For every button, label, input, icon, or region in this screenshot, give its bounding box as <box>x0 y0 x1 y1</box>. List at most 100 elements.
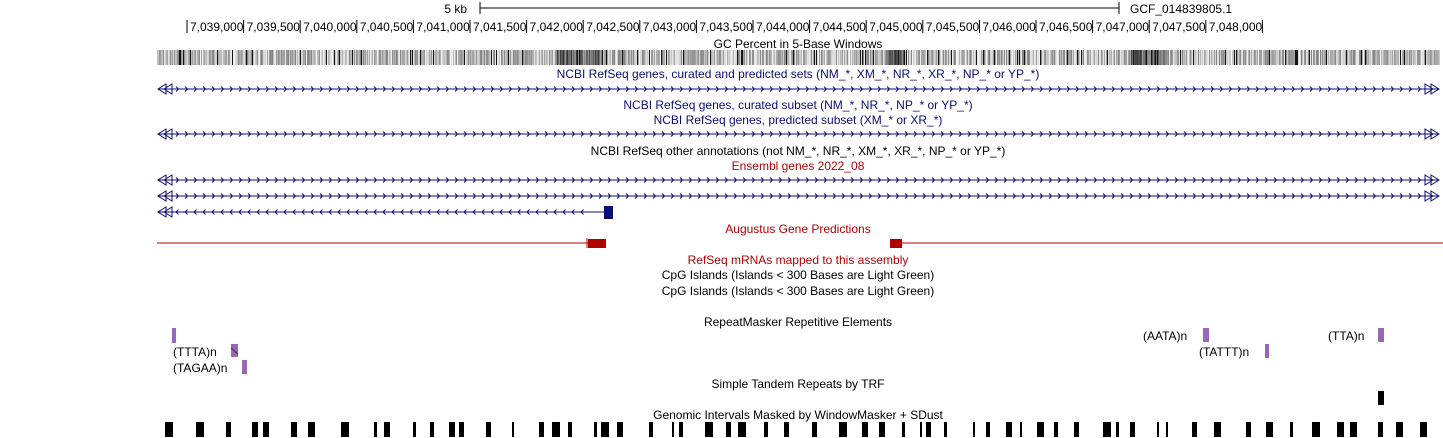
mask-interval <box>812 422 817 437</box>
gc-bar <box>1439 50 1440 65</box>
gc-bar <box>931 50 932 65</box>
gc-bar <box>345 50 346 65</box>
gc-bar <box>264 50 265 65</box>
gc-bar <box>384 50 385 65</box>
gc-bar <box>310 50 311 65</box>
gc-bar <box>224 50 225 65</box>
ensembl-gene-3[interactable] <box>157 206 606 218</box>
gc-bar <box>1356 50 1357 65</box>
gc-bar <box>378 50 379 65</box>
gc-bar <box>641 50 642 65</box>
gc-bar <box>808 50 809 65</box>
gc-bar <box>1011 50 1012 65</box>
gc-bar <box>1306 50 1307 65</box>
gc-bar <box>1151 50 1152 65</box>
refseq-all-gene[interactable] <box>157 83 1440 95</box>
gc-bar <box>492 50 493 65</box>
repeat-block-tta[interactable] <box>1378 328 1384 342</box>
gc-bar <box>922 50 923 65</box>
ruler-label: 7,041,500 <box>473 20 527 34</box>
gc-bar <box>812 50 813 65</box>
gc-bar <box>1110 50 1111 65</box>
gc-bar <box>1343 50 1344 65</box>
gc-bar <box>539 50 540 65</box>
windowmasker-track[interactable] <box>165 422 1427 437</box>
gc-bar <box>459 50 460 65</box>
gc-bar <box>1223 50 1224 65</box>
mask-interval <box>679 422 683 437</box>
gc-bar <box>939 50 940 65</box>
repeat-label-tta: (TTA)n <box>1328 329 1364 343</box>
gc-bar <box>992 50 993 65</box>
augustus-exon-left[interactable] <box>588 239 606 248</box>
gc-bar <box>1322 50 1323 65</box>
gc-bar <box>329 50 330 65</box>
gc-bar <box>689 50 690 65</box>
gc-bar <box>966 50 967 65</box>
gc-bar <box>565 50 566 65</box>
gc-bar <box>820 50 821 65</box>
repeat-block-tattt[interactable] <box>1265 344 1269 358</box>
gc-bar <box>1088 50 1089 65</box>
gc-bar <box>162 50 163 65</box>
gc-bar <box>700 50 701 65</box>
gc-bar <box>1276 50 1277 65</box>
gc-bar <box>659 50 660 65</box>
trf-block[interactable] <box>1378 391 1384 405</box>
gc-bar <box>1044 50 1045 65</box>
gc-bar <box>519 50 520 65</box>
mask-interval <box>1337 422 1344 437</box>
augustus-gene-right[interactable] <box>890 239 1443 248</box>
gc-bar <box>542 50 543 65</box>
gc-bar <box>1036 50 1037 65</box>
track-title-gc-percent: GC Percent in 5-Base Windows <box>714 37 883 51</box>
gc-bar <box>827 50 828 65</box>
gc-bar <box>1371 50 1372 65</box>
gc-bar <box>360 50 361 65</box>
gc-bar <box>532 50 533 65</box>
ensembl-gene-3-exon[interactable] <box>604 206 613 219</box>
ensembl-gene-2[interactable] <box>157 190 1440 202</box>
repeatmasker-track[interactable]: (TTTA)n (TAGAA)n (AATA)n (TATTT)n (TTA)n <box>172 328 1384 375</box>
gc-bar <box>1097 50 1098 65</box>
gc-bar <box>288 50 289 65</box>
augustus-exon-right[interactable] <box>890 239 902 248</box>
gc-bar <box>1125 50 1126 65</box>
repeat-block-tagaa[interactable] <box>242 360 247 374</box>
gc-bar <box>338 50 339 65</box>
augustus-gene-left[interactable] <box>157 238 606 248</box>
gc-bar <box>361 50 362 65</box>
gc-bar <box>1161 50 1162 65</box>
gc-bar <box>1150 50 1151 65</box>
gc-bar <box>623 50 624 65</box>
gc-bar <box>1332 50 1333 65</box>
ensembl-gene-1[interactable] <box>157 174 1440 186</box>
gc-bar <box>1091 50 1092 65</box>
gc-bar <box>723 50 724 65</box>
gc-bar <box>672 50 673 65</box>
refseq-predicted-gene[interactable] <box>157 128 1440 140</box>
gc-bar <box>848 50 849 65</box>
gc-bar <box>174 50 175 65</box>
gc-bar <box>754 50 755 65</box>
gc-bar <box>1396 50 1397 65</box>
gc-percent-track[interactable] <box>157 50 1440 65</box>
repeat-block[interactable] <box>172 328 176 343</box>
gc-bar <box>721 50 722 65</box>
gc-bar <box>1344 50 1345 65</box>
gc-bar <box>773 50 774 65</box>
gc-bar <box>1098 50 1099 65</box>
gc-bar <box>1157 50 1158 65</box>
repeat-block-aata[interactable] <box>1203 328 1209 342</box>
gc-bar <box>976 50 977 65</box>
gc-bar <box>742 50 743 65</box>
gc-bar <box>806 50 807 65</box>
mask-interval <box>196 422 204 437</box>
gc-bar <box>350 50 351 65</box>
gc-bar <box>601 50 602 65</box>
mask-interval <box>374 422 377 437</box>
gc-bar <box>1164 50 1165 65</box>
gc-bar <box>974 50 975 65</box>
